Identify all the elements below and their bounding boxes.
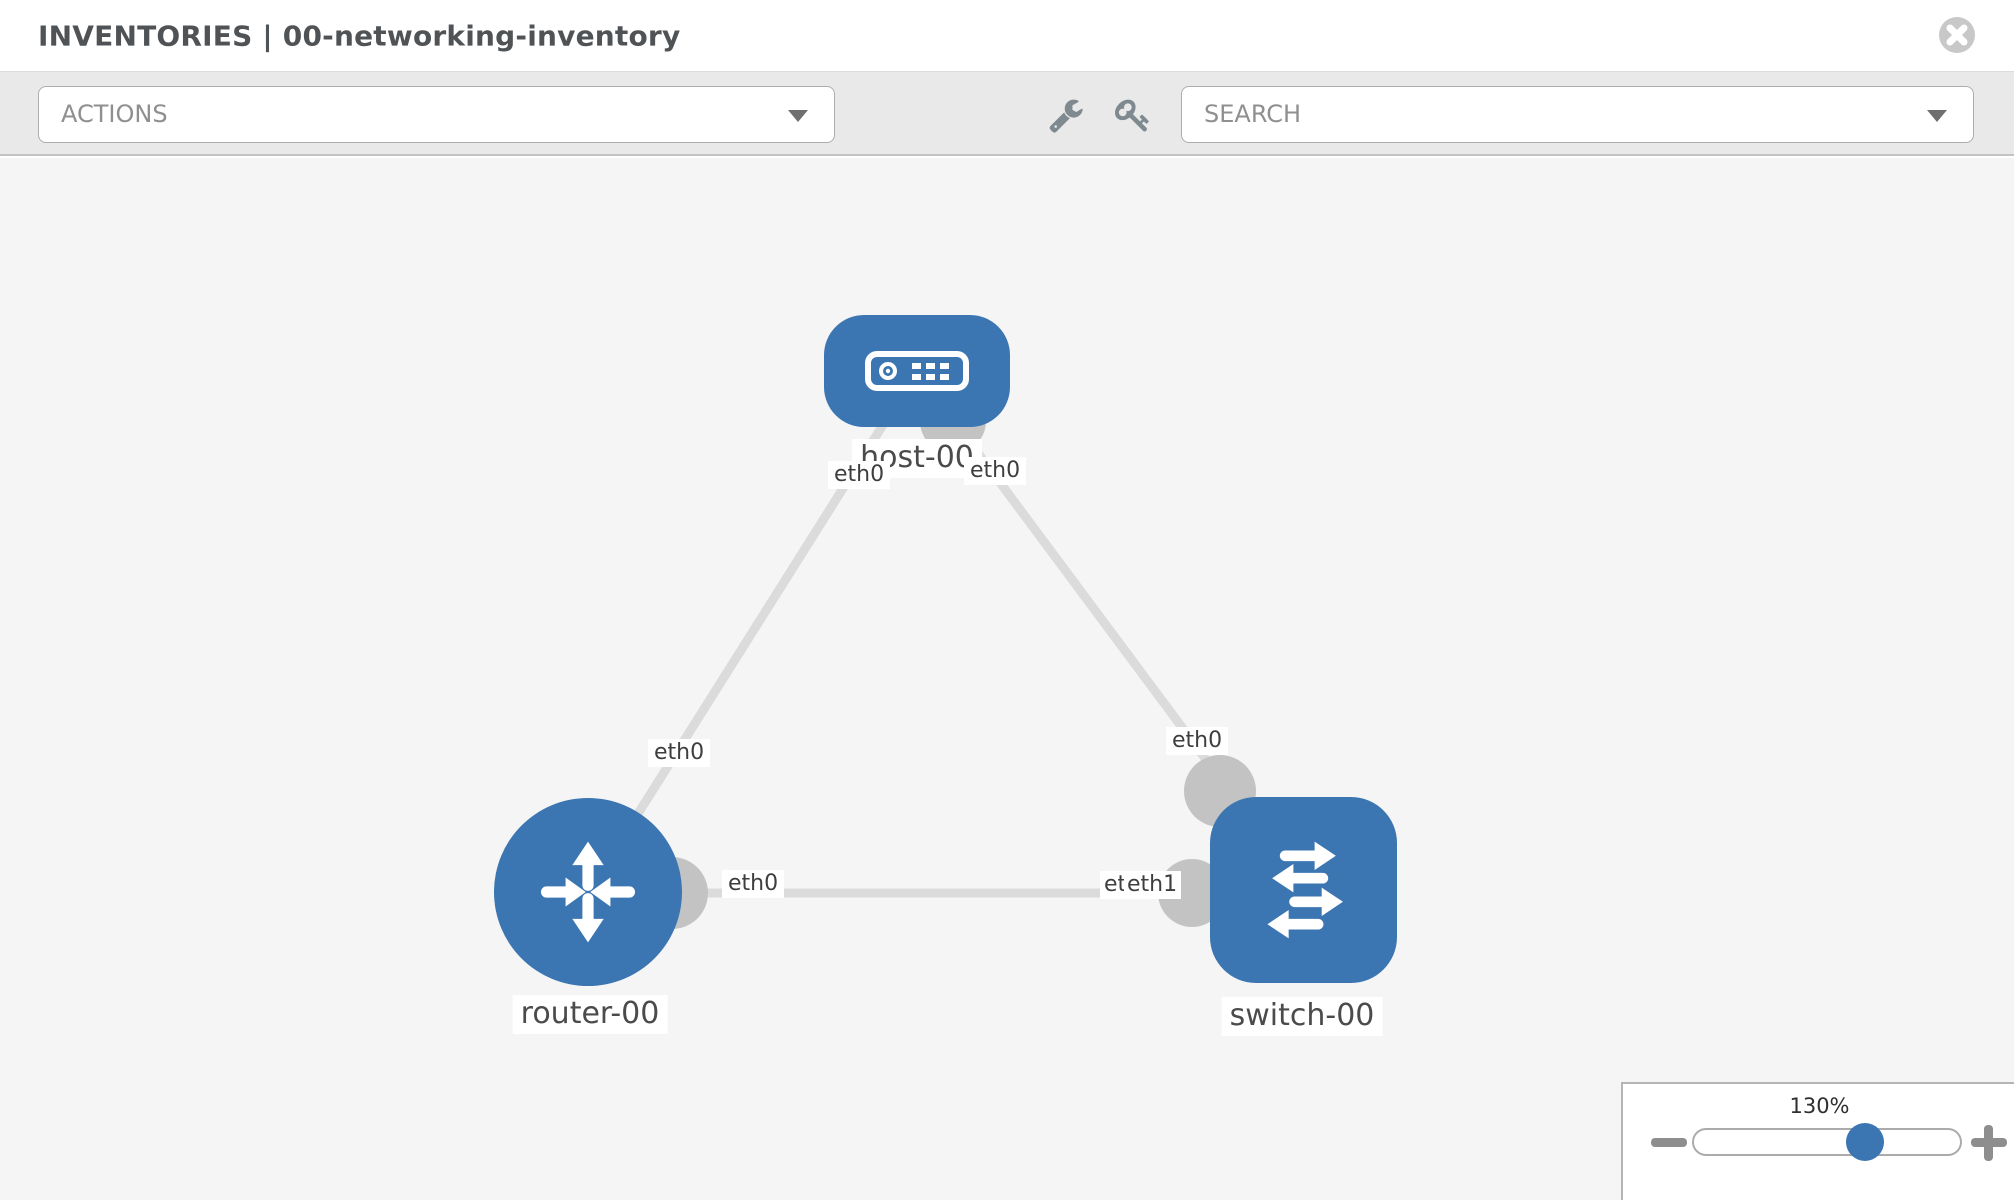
key-icon	[1115, 99, 1149, 132]
chevron-down-icon	[788, 110, 808, 122]
node-label-switch: switch-00	[1221, 997, 1383, 1036]
iface-label-switch-eth1: eth1	[1124, 871, 1182, 900]
iface-label-router-eth0-right: eth0	[722, 870, 785, 899]
iface-label-switch-overlap: eth0 eth1	[1100, 871, 1220, 903]
credentials-button[interactable]	[1115, 97, 1151, 133]
zoom-in-button[interactable]	[1971, 1125, 2007, 1161]
close-button[interactable]	[1939, 17, 1975, 53]
node-host-00[interactable]	[824, 315, 1010, 427]
topology-edges	[584, 368, 1307, 898]
page-title: INVENTORIES | 00-networking-inventory	[38, 19, 681, 52]
actions-dropdown-label: ACTIONS	[61, 100, 168, 128]
node-router-00[interactable]	[494, 798, 682, 986]
close-icon	[1939, 17, 1975, 53]
iface-label-host-eth0-left: eth0	[828, 461, 891, 490]
zoom-out-button[interactable]	[1651, 1138, 1687, 1147]
page-header: INVENTORIES | 00-networking-inventory	[0, 0, 2014, 71]
host-icon	[865, 351, 969, 391]
node-switch-00[interactable]	[1210, 797, 1397, 983]
wrench-icon	[1049, 99, 1083, 133]
topology-canvas[interactable]: host-00 router-00 switch-00 eth0 eth0 et…	[0, 158, 2014, 1200]
node-label-router: router-00	[512, 995, 668, 1034]
iface-label-router-eth0-up: eth0	[648, 739, 711, 768]
zoom-slider-track[interactable]	[1692, 1123, 1962, 1161]
configure-button[interactable]	[1048, 97, 1084, 133]
switch-icon	[1266, 841, 1343, 939]
zoom-panel: 130%	[1621, 1082, 2014, 1200]
zoom-slider-thumb[interactable]	[1846, 1123, 1884, 1161]
router-icon	[540, 841, 636, 943]
zoom-level-label: 130%	[1789, 1094, 1850, 1118]
iface-label-switch-eth0-up: eth0	[1166, 727, 1229, 756]
actions-dropdown[interactable]: ACTIONS	[38, 86, 835, 143]
chevron-down-icon	[1927, 110, 1947, 122]
search-dropdown-label: SEARCH	[1204, 100, 1302, 128]
iface-label-host-eth0-right: eth0	[964, 457, 1027, 486]
plus-icon	[1984, 1125, 1993, 1161]
search-dropdown[interactable]: SEARCH	[1181, 86, 1974, 143]
toolbar: ACTIONS SEARCH	[0, 71, 2014, 156]
